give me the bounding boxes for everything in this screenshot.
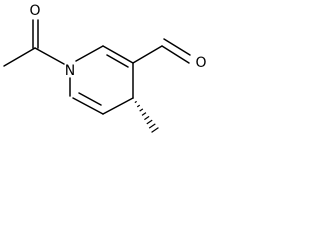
hash-stroke bbox=[144, 115, 150, 121]
ring-bond-c2-c3 bbox=[102, 45, 134, 64]
ring-bond-c5-c6 bbox=[72, 97, 104, 115]
hash-stroke bbox=[141, 112, 147, 116]
dihydropyridine-ring bbox=[69, 45, 134, 115]
hash-stroke bbox=[148, 123, 156, 129]
hash-stroke bbox=[146, 119, 153, 125]
ring-bond-n1-c2 bbox=[75, 45, 104, 62]
aldehyde-c-bond bbox=[132, 45, 163, 64]
ring-bond-c5-c6-inner bbox=[78, 92, 102, 106]
aldehyde-oxygen-label: O bbox=[195, 55, 206, 71]
hash-stroke bbox=[134, 100, 137, 104]
hash-stroke bbox=[151, 127, 159, 133]
hash-stroke bbox=[136, 104, 141, 108]
acetyl-group bbox=[3, 19, 65, 67]
ring-nitrogen-label: N bbox=[65, 63, 75, 79]
aldehyde-double-bond-a bbox=[161, 45, 190, 64]
chemical-structure-diagram: O N O bbox=[3, 3, 207, 133]
hashed-wedge-methyl-bond bbox=[134, 100, 159, 133]
ring-bond-c4-c5 bbox=[102, 97, 134, 115]
aldehyde-group bbox=[132, 38, 191, 64]
acyl-nitrogen-bond bbox=[34, 47, 65, 65]
acetyl-methyl-bond bbox=[3, 47, 36, 67]
ring-bond-c2-c3-inner bbox=[106, 54, 129, 68]
aldehyde-double-bond-b bbox=[163, 38, 191, 56]
hash-stroke bbox=[139, 108, 144, 112]
acetyl-oxygen-label: O bbox=[29, 3, 40, 19]
